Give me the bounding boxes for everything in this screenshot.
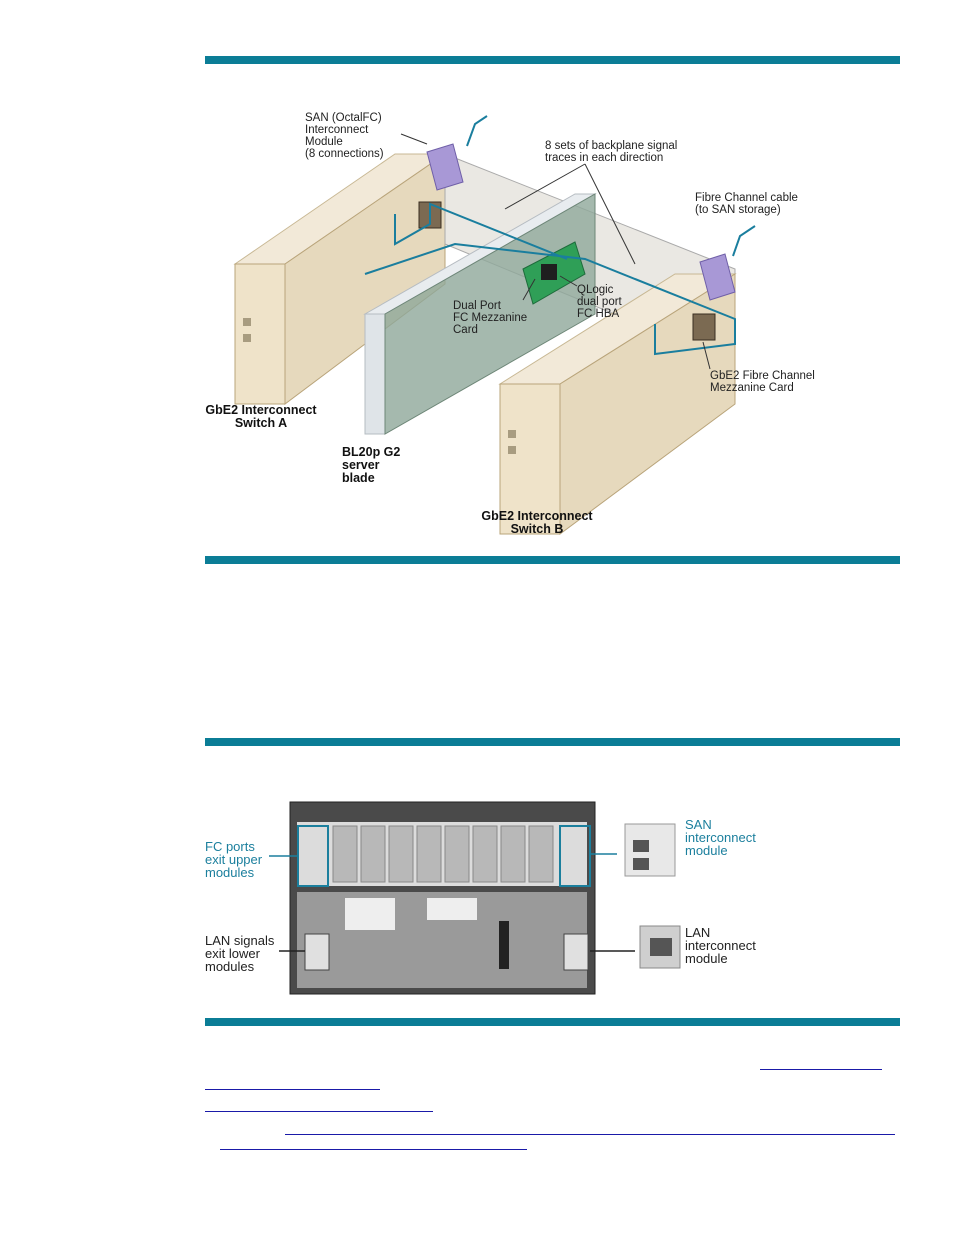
san-module-a bbox=[426, 143, 464, 191]
link-underline[interactable] bbox=[205, 1089, 380, 1090]
san-interconnect-label: SAN interconnect module bbox=[685, 817, 756, 858]
qlogic-label: QLogic dual port FC HBA bbox=[577, 284, 622, 320]
lower-module-right bbox=[563, 933, 589, 971]
link-underline[interactable] bbox=[285, 1134, 895, 1135]
leader-dual-port bbox=[522, 278, 536, 301]
san-module-port bbox=[633, 858, 649, 870]
san-module-photo bbox=[624, 823, 676, 877]
switch-a-label: GbE2 Interconnect Switch A bbox=[205, 403, 317, 430]
leader-qlogic bbox=[559, 275, 578, 287]
lan-module-port bbox=[650, 938, 672, 956]
san-module-label: SAN (OctalFC) Interconnect Module (8 con… bbox=[305, 112, 384, 160]
figure-1-blade-architecture: SAN (OctalFC) Interconnect Module (8 con… bbox=[205, 64, 900, 556]
figure-2-rear-view: FC ports exit upper modules LAN signals … bbox=[205, 746, 900, 1018]
blade-label: BL20p G2 server blade bbox=[342, 445, 401, 485]
figure-1-bottom-rule bbox=[205, 556, 900, 564]
link-underline[interactable] bbox=[220, 1149, 527, 1150]
lan-signals-label: LAN signals exit lower modules bbox=[205, 933, 275, 974]
lower-module-left bbox=[304, 933, 330, 971]
leader-backplane bbox=[504, 163, 586, 210]
leader-backplane bbox=[584, 163, 636, 265]
figure-2-illustration bbox=[269, 801, 681, 995]
link-underline[interactable] bbox=[760, 1069, 882, 1070]
label-plate bbox=[345, 898, 395, 930]
label-plate bbox=[427, 898, 477, 920]
san-cable-a bbox=[466, 115, 488, 147]
switch-a-front bbox=[234, 263, 286, 405]
figure-2-bottom-rule bbox=[205, 1018, 900, 1026]
switch-b-label: GbE2 Interconnect Switch B bbox=[481, 509, 593, 536]
backplane-label: 8 sets of backplane signal traces in eac… bbox=[545, 140, 678, 164]
drive-slots bbox=[332, 825, 554, 883]
link-underline[interactable] bbox=[205, 1111, 433, 1112]
figure-1-illustration bbox=[233, 115, 756, 535]
figure-2-top-rule bbox=[205, 738, 900, 746]
leader-gbe2-fc-card bbox=[702, 341, 711, 370]
blade-front bbox=[364, 313, 386, 435]
san-module-b bbox=[699, 253, 736, 301]
gbe2-fc-card-label: GbE2 Fibre Channel Mezzanine Card bbox=[710, 370, 815, 394]
fc-ports-label: FC ports exit upper modules bbox=[205, 839, 263, 880]
backplane-trace-a bbox=[394, 202, 568, 260]
fc-hba-chip bbox=[541, 264, 557, 280]
san-module-port bbox=[633, 840, 649, 852]
lan-interconnect-label: LAN interconnect module bbox=[685, 925, 756, 966]
switch-a-port bbox=[243, 318, 251, 326]
leader-san-module bbox=[400, 133, 428, 145]
dual-port-label: Dual Port FC Mezzanine Card bbox=[453, 300, 528, 336]
switch-b-side bbox=[559, 273, 736, 535]
upper-module-right-highlight bbox=[559, 825, 591, 887]
switch-a-port bbox=[243, 334, 251, 342]
switch-b-port bbox=[508, 446, 516, 454]
backplane-trace-b bbox=[364, 242, 736, 356]
switch-b-port bbox=[508, 430, 516, 438]
power-handle bbox=[499, 921, 509, 969]
figure-1-top-rule bbox=[205, 56, 900, 64]
san-cable-b bbox=[732, 225, 756, 257]
fc-cable-label: Fibre Channel cable (to SAN storage) bbox=[695, 192, 798, 216]
switch-b-fc-card bbox=[692, 313, 716, 341]
